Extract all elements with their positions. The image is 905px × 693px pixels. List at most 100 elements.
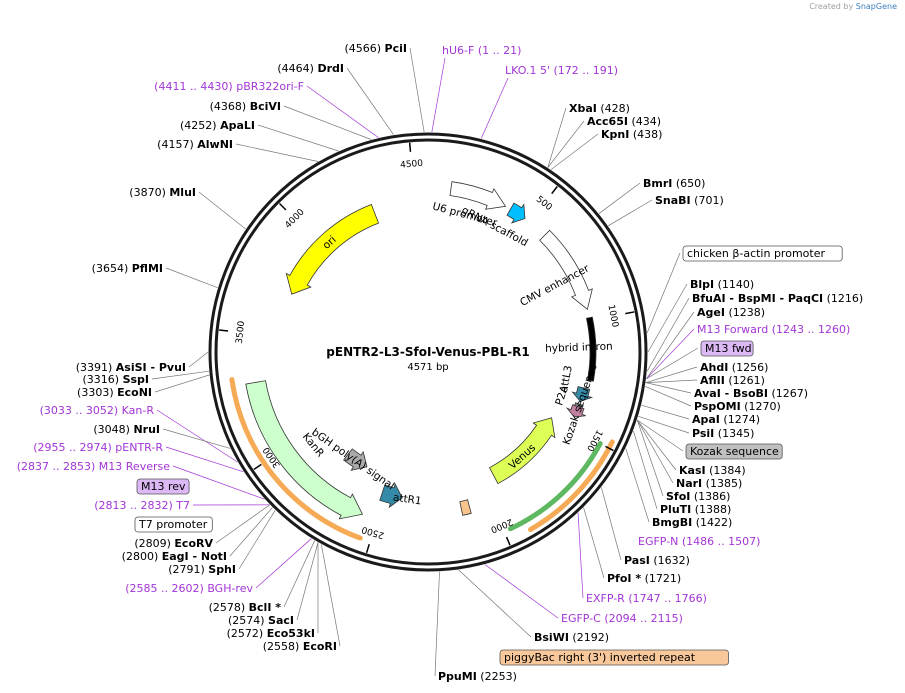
site-label-ppumi[interactable]: PpuMI (2253): [438, 670, 517, 683]
site-label-pfoi[interactable]: PfoI * (1721): [607, 572, 681, 585]
site-label-m13-rev[interactable]: M13 rev: [136, 478, 190, 495]
site-label-hu6-f[interactable]: hU6-F (1 .. 21): [442, 44, 521, 57]
feature-piggybac-right-3-inverted-repeat[interactable]: [459, 499, 472, 516]
leader-line: [646, 311, 695, 380]
tick-mark-500: [551, 186, 558, 195]
site-label-sphi[interactable]: (2791) SphI: [168, 563, 236, 576]
site-label-aflii[interactable]: AflII (1261): [700, 374, 765, 387]
site-label-snabi[interactable]: SnaBI (701): [655, 194, 724, 207]
tick-label-3500: 3500: [235, 320, 247, 344]
leader-line: [646, 347, 699, 380]
feature-ori[interactable]: ori: [285, 203, 380, 295]
site-label-drdi[interactable]: (4464) DrdI: [277, 62, 344, 75]
site-label-kpni[interactable]: KpnI (438): [601, 128, 662, 141]
tick-mark-2500: [365, 543, 370, 554]
site-label-nrui[interactable]: (3048) NruI: [93, 423, 160, 436]
site-label-sspi[interactable]: (3316) SspI: [82, 373, 149, 386]
leader-line: [480, 77, 509, 139]
backbone-outer-strand: [208, 132, 648, 572]
feature-cmv-enhancer[interactable]: CMV enhancer: [518, 229, 593, 310]
label-text: SnaBI (701): [655, 194, 724, 207]
site-label-blpi[interactable]: BlpI (1140): [690, 278, 754, 291]
leader-line: [636, 419, 674, 484]
site-label-alwni[interactable]: (4157) AlwNI: [157, 138, 233, 151]
site-label-egfp-n[interactable]: EGFP-N (1486 .. 1507): [638, 535, 760, 548]
site-label-ecori[interactable]: (2558) EcoRI: [263, 640, 337, 653]
tick-label-1000: 1000: [605, 304, 619, 329]
site-label-bfuai-bspmi-paqci[interactable]: BfuAI - BspMI - PaqCI (1216): [692, 292, 863, 305]
site-label-bsiwi[interactable]: BsiWI (2192): [534, 631, 609, 644]
label-text: NarI (1385): [676, 477, 742, 490]
site-label-ecorv[interactable]: (2809) EcoRV: [134, 537, 213, 550]
site-label-psii[interactable]: PsiI (1345): [692, 427, 754, 440]
site-label-econi[interactable]: (3303) EcoNI: [77, 386, 152, 399]
site-label-sfoi[interactable]: SfoI (1386): [666, 490, 730, 503]
leader-line: [229, 507, 273, 557]
site-label-bmri[interactable]: BmrI (650): [643, 177, 705, 190]
leader-line: [257, 124, 339, 152]
site-label-kan-r[interactable]: (3033 .. 3052) Kan-R: [40, 404, 155, 417]
feature-venus[interactable]: Venus: [488, 417, 556, 485]
leader-line: [151, 370, 209, 380]
leader-line: [346, 67, 394, 135]
site-label-m13-forward[interactable]: M13 Forward (1243 .. 1260): [697, 323, 850, 336]
site-label-bmgbi[interactable]: BmgBI (1422): [652, 516, 732, 529]
site-label-ahdi[interactable]: AhdI (1256): [700, 361, 768, 374]
site-label-acc65i[interactable]: Acc65I (434): [587, 115, 661, 128]
leader-line: [583, 507, 605, 579]
site-label-pbr322ori-f[interactable]: (4411 .. 4430) pBR322ori-F: [154, 80, 304, 93]
label-text: BmgBI (1422): [652, 516, 732, 529]
site-label-xbai[interactable]: XbaI (428): [569, 102, 630, 115]
leader-line: [645, 366, 698, 383]
site-label-egfp-c[interactable]: EGFP-C (2094 .. 2115): [561, 612, 683, 625]
label-text: (3048) NruI: [93, 423, 160, 436]
leader-line: [636, 419, 677, 471]
site-label-bcli[interactable]: (2578) BclI *: [209, 601, 282, 614]
primer-arc-egfp-n: [528, 439, 615, 533]
site-label-piggybac-right-3-inverted-repeat[interactable]: piggyBac right (3') inverted repeat: [499, 649, 729, 666]
label-text: SfoI (1386): [666, 490, 730, 503]
site-label-nari[interactable]: NarI (1385): [676, 477, 742, 490]
site-label-bcivi[interactable]: (4368) BciVI: [210, 100, 281, 113]
site-label-kozak-sequence[interactable]: Kozak sequence: [685, 443, 783, 460]
site-label-t7[interactable]: (2813 .. 2832) T7: [94, 499, 190, 512]
label-text: PfoI * (1721): [607, 572, 681, 585]
site-label-mlui[interactable]: (3870) MluI: [129, 186, 196, 199]
label-box: [134, 516, 213, 533]
label-text: BmrI (650): [643, 177, 705, 190]
site-label-pasi[interactable]: PasI (1632): [624, 554, 690, 567]
plasmid-name: pENTR2-L3-SfoI-Venus-PBL-R1: [326, 345, 529, 359]
site-label-t7-promoter[interactable]: T7 promoter: [134, 516, 213, 533]
label-text: AflII (1261): [700, 374, 765, 387]
site-label-asisi-pvui[interactable]: (3391) AsiSI - PvuI: [76, 361, 186, 374]
site-label-chicken-actin-promoter[interactable]: chicken β-actin promoter: [682, 245, 843, 262]
site-label-pcii[interactable]: (4566) PciI: [344, 42, 407, 55]
site-label-lko-1-5[interactable]: LKO.1 5' (172 .. 191): [505, 64, 618, 77]
site-label-m13-reverse[interactable]: (2837 .. 2853) M13 Reverse: [17, 460, 170, 473]
tick-mark-1500: [605, 445, 614, 452]
site-label-pflmi[interactable]: (3654) PflMI: [92, 262, 163, 275]
site-label-apai[interactable]: ApaI (1274): [692, 413, 760, 426]
site-label-exfp-r[interactable]: EXFP-R (1747 .. 1766): [586, 592, 707, 605]
feature-attr1[interactable]: attR1: [379, 482, 422, 509]
feature-attl3[interactable]: attL3: [558, 364, 594, 402]
site-label-kasi[interactable]: KasI (1384): [679, 464, 746, 477]
site-label-avai-bsobi[interactable]: AvaI - BsoBI (1267): [694, 387, 808, 400]
label-text: (2791) SphI: [168, 563, 236, 576]
site-label-saci[interactable]: (2574) SacI: [228, 614, 294, 627]
site-label-pspomi[interactable]: PspOMI (1270): [694, 400, 781, 413]
site-label-pentr-r[interactable]: (2955 .. 2974) pENTR-R: [33, 441, 163, 454]
leader-line: [320, 544, 341, 647]
label-text: Kozak sequence: [690, 445, 779, 458]
site-label-eco53ki[interactable]: (2572) Eco53kI: [227, 627, 315, 640]
label-box: [682, 245, 843, 262]
site-label-pluti[interactable]: PluTI (1388): [660, 503, 731, 516]
label-text: M13 Forward (1243 .. 1260): [697, 323, 850, 336]
site-label-apali[interactable]: (4252) ApaLI: [180, 119, 255, 132]
site-label-m13-fwd[interactable]: M13 fwd: [700, 340, 754, 357]
feature-hybrid-intron[interactable]: hybrid intron: [545, 316, 613, 382]
site-label-agei[interactable]: AgeI (1238): [697, 306, 765, 319]
site-label-bgh-rev[interactable]: (2585 .. 2602) BGH-rev: [125, 582, 253, 595]
site-label-eagi-noti[interactable]: (2800) EagI - NotI: [122, 550, 227, 563]
feature-grna-scaffold[interactable]: gRNA scaffold: [460, 202, 530, 249]
